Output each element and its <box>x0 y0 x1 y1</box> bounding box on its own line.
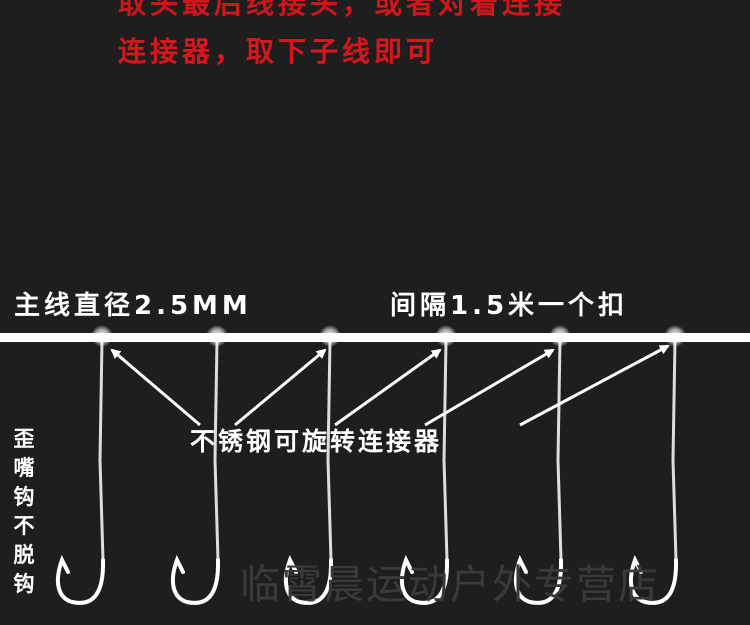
swivel-connector-icon <box>91 325 113 347</box>
hook-snood-6 <box>628 325 686 605</box>
fish-hook-icon <box>399 554 450 605</box>
swivel-connector-label: 不锈钢可旋转连接器 <box>190 427 443 456</box>
red-instruction-line-1: 取头最后线接头，或者对着连接 <box>118 0 567 20</box>
hook-snood-4 <box>399 325 457 605</box>
snood-line <box>671 339 678 561</box>
swivel-connector-icon <box>549 325 571 347</box>
spacing-label: 间隔1.5米一个扣 <box>390 291 629 321</box>
swivel-connector-icon <box>319 325 341 347</box>
hook-snood-3 <box>283 325 341 605</box>
snood-line <box>98 339 105 561</box>
snood-line <box>213 339 220 561</box>
arrow-icon <box>334 348 442 427</box>
store-watermark: 临霄晨运动户外专营店 <box>240 562 660 608</box>
swivel-connector-icon <box>664 325 686 347</box>
hook-snood-5 <box>513 325 571 605</box>
fish-hook-icon <box>513 554 564 605</box>
fish-hook-icon <box>628 554 679 605</box>
swivel-connector-icon <box>435 325 457 347</box>
arrow-icon <box>424 348 555 427</box>
fish-hook-icon <box>55 554 106 605</box>
snood-line <box>556 339 563 561</box>
snood-line <box>326 339 333 561</box>
main-line-diameter-label: 主线直径2.5MM <box>14 291 252 321</box>
arrow-icon <box>234 348 327 427</box>
arrow-icon <box>110 348 201 427</box>
fish-hook-icon <box>283 554 334 605</box>
hook-type-label: 歪嘴钩不脱钩 <box>13 427 35 596</box>
snood-line <box>442 339 449 561</box>
swivel-connector-icon <box>206 325 228 347</box>
hook-snood-1 <box>55 325 113 605</box>
arrow-icon <box>519 344 670 427</box>
red-instruction-line-2: 连接器，取下子线即可 <box>118 35 439 68</box>
main-line <box>0 333 750 342</box>
fish-hook-icon <box>170 554 221 605</box>
hook-snood-2 <box>170 325 228 605</box>
